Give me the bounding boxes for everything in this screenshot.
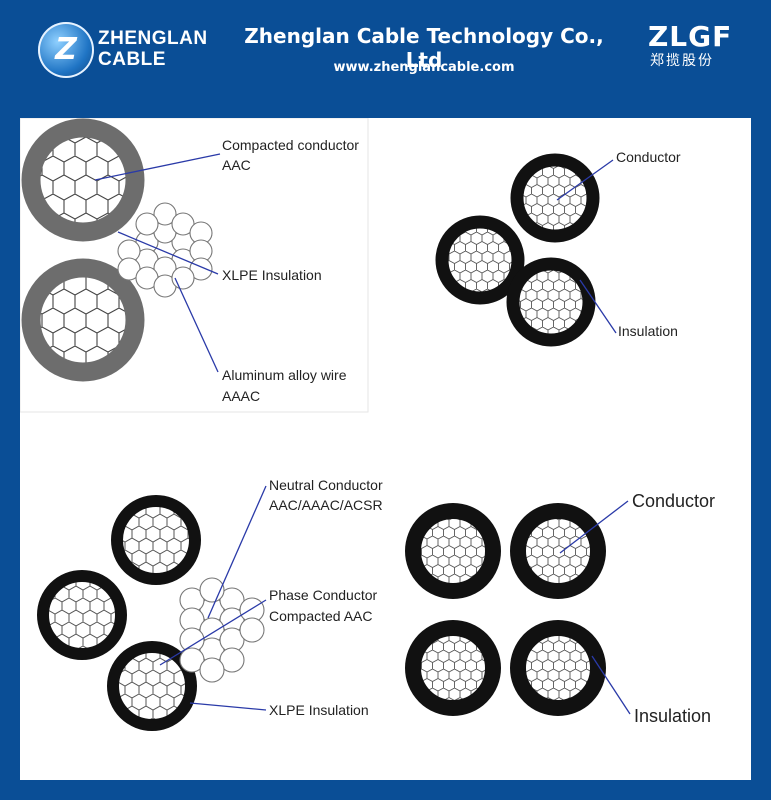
company-logo[interactable]: Z ZHENGLAN CABLE (38, 22, 218, 82)
label-conductor: Conductor (616, 149, 681, 165)
diagram-four-core-cable: Conductor Insulation (405, 491, 715, 726)
leader-lines (94, 153, 221, 373)
conductor-cable (435, 215, 525, 305)
label-aac: AAC (222, 157, 251, 173)
compacted-conductor-cable (21, 118, 145, 242)
label-neutral-types: AAC/AAAC/ACSR (269, 497, 383, 513)
label-insulation: Insulation (618, 323, 678, 339)
label-neutral-conductor: Neutral Conductor (269, 477, 383, 493)
diagram-quadruplex-with-neutral: Neutral Conductor AAC/AAAC/ACSR Phase Co… (37, 477, 383, 731)
leader-lines (556, 159, 617, 334)
logo-name-line2: CABLE (98, 49, 166, 70)
compacted-conductor-cable (21, 258, 145, 382)
logo-badge-icon: Z (38, 22, 94, 78)
label-xlpe-insulation: XLPE Insulation (222, 267, 322, 283)
conductor-cable (510, 503, 606, 599)
logo-mark: Z (55, 32, 77, 67)
conductor-cable (510, 620, 606, 716)
diagram-panel: Compacted conductor AAC XLPE Insulation … (20, 118, 751, 780)
phase-conductor-cable (111, 495, 201, 585)
leader-lines (559, 500, 631, 715)
leader-lines (159, 485, 267, 711)
aluminum-alloy-wire-bundle (117, 202, 213, 298)
brand-name-cn: 郑揽股份 (650, 52, 714, 68)
conductor-cable (405, 503, 501, 599)
diagram-triplex-cable: Conductor Insulation (435, 149, 681, 347)
label-compacted-aac: Compacted AAC (269, 608, 373, 624)
diagram-aac-xlpe-aaac: Compacted conductor AAC XLPE Insulation … (20, 118, 369, 413)
brand-name: ZLGF (648, 20, 733, 53)
conductor-cable (510, 153, 600, 243)
phase-conductor-cable (107, 641, 197, 731)
brand-logo[interactable]: ZLGF 郑揽股份 (648, 20, 748, 70)
header: Z ZHENGLAN CABLE Zhenglan Cable Technolo… (0, 0, 771, 118)
phase-conductor-cable (37, 570, 127, 660)
logo-name-line1: ZHENGLAN (98, 28, 208, 49)
neutral-conductor-bundle (179, 577, 265, 683)
website-link[interactable]: www.zhenglancable.com (333, 60, 515, 75)
label-aluminum-alloy-wire: Aluminum alloy wire (222, 367, 347, 383)
label-aaac: AAAC (222, 388, 260, 404)
company-title: Zhenglan Cable Technology Co., Ltd (244, 24, 604, 72)
conductor-cable (506, 257, 596, 347)
label-phase-conductor: Phase Conductor (269, 587, 378, 603)
cable-diagrams: Compacted conductor AAC XLPE Insulation … (20, 118, 715, 731)
conductor-cable (405, 620, 501, 716)
label-insulation: Insulation (634, 706, 711, 726)
label-compacted-conductor: Compacted conductor (222, 137, 359, 153)
label-conductor: Conductor (632, 491, 715, 511)
label-xlpe-insulation: XLPE Insulation (269, 702, 369, 718)
